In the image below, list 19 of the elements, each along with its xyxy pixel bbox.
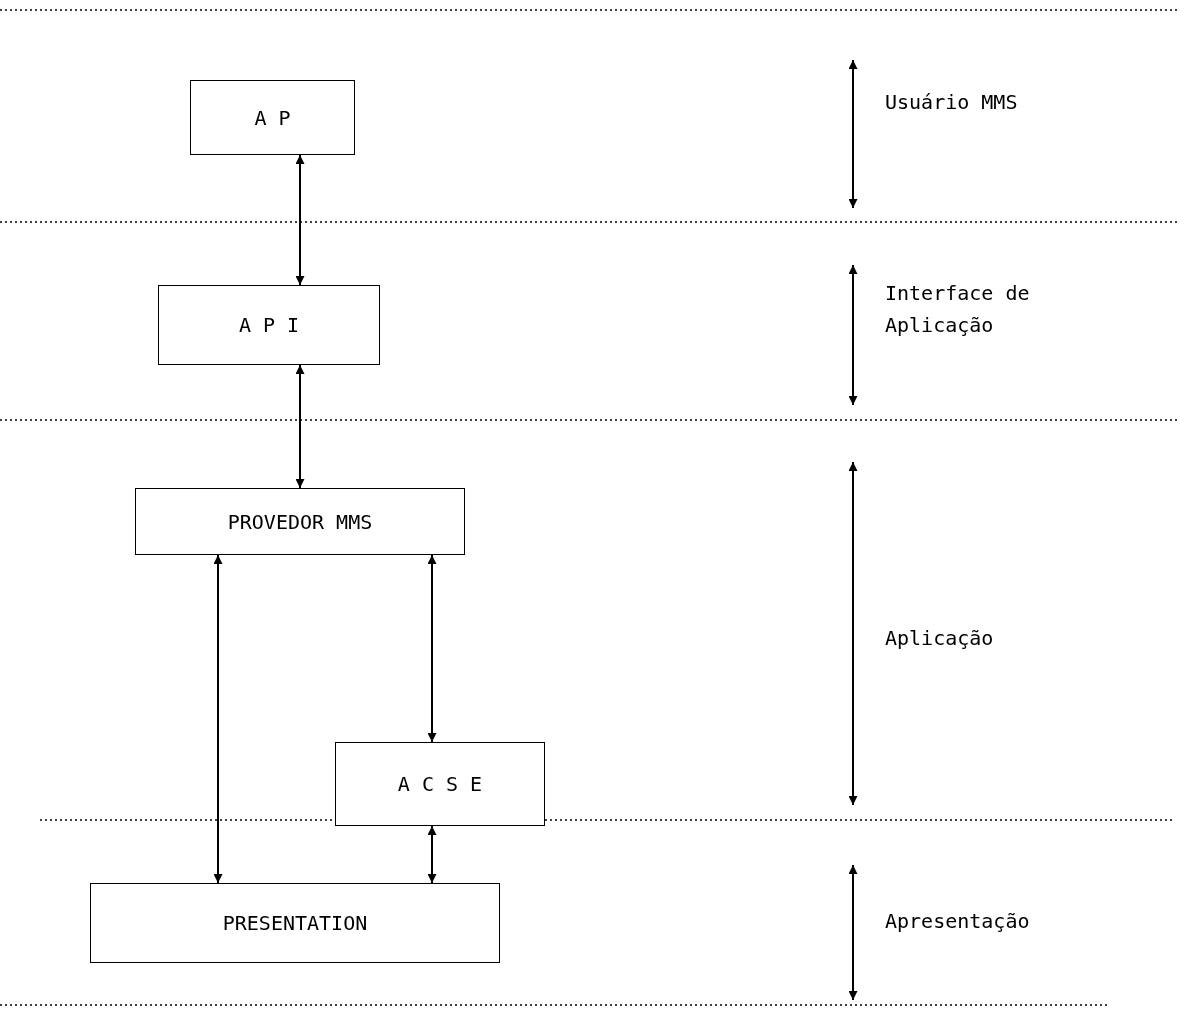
box-label: PRESENTATION [222, 911, 368, 935]
box-label: A C S E [397, 772, 483, 796]
layer-box [90, 883, 500, 963]
arrow [427, 554, 437, 743]
layer-label: Apresentação [885, 908, 1031, 935]
layer-label: Interface de Aplicação [885, 280, 1031, 339]
box-label: PROVEDOR MMS [227, 509, 373, 534]
arrow [213, 554, 223, 884]
layer-label: Usuário MMS [885, 89, 1019, 116]
box-label: A P I [238, 313, 300, 337]
layer-box [135, 488, 465, 555]
layer-box [158, 285, 380, 365]
layer-label: Aplicação [885, 625, 995, 652]
layer-box [190, 80, 355, 155]
arrow [295, 154, 305, 286]
arrow [295, 364, 305, 489]
arrow [427, 825, 437, 884]
layer-box [335, 742, 545, 826]
box-label: A P [254, 105, 291, 130]
